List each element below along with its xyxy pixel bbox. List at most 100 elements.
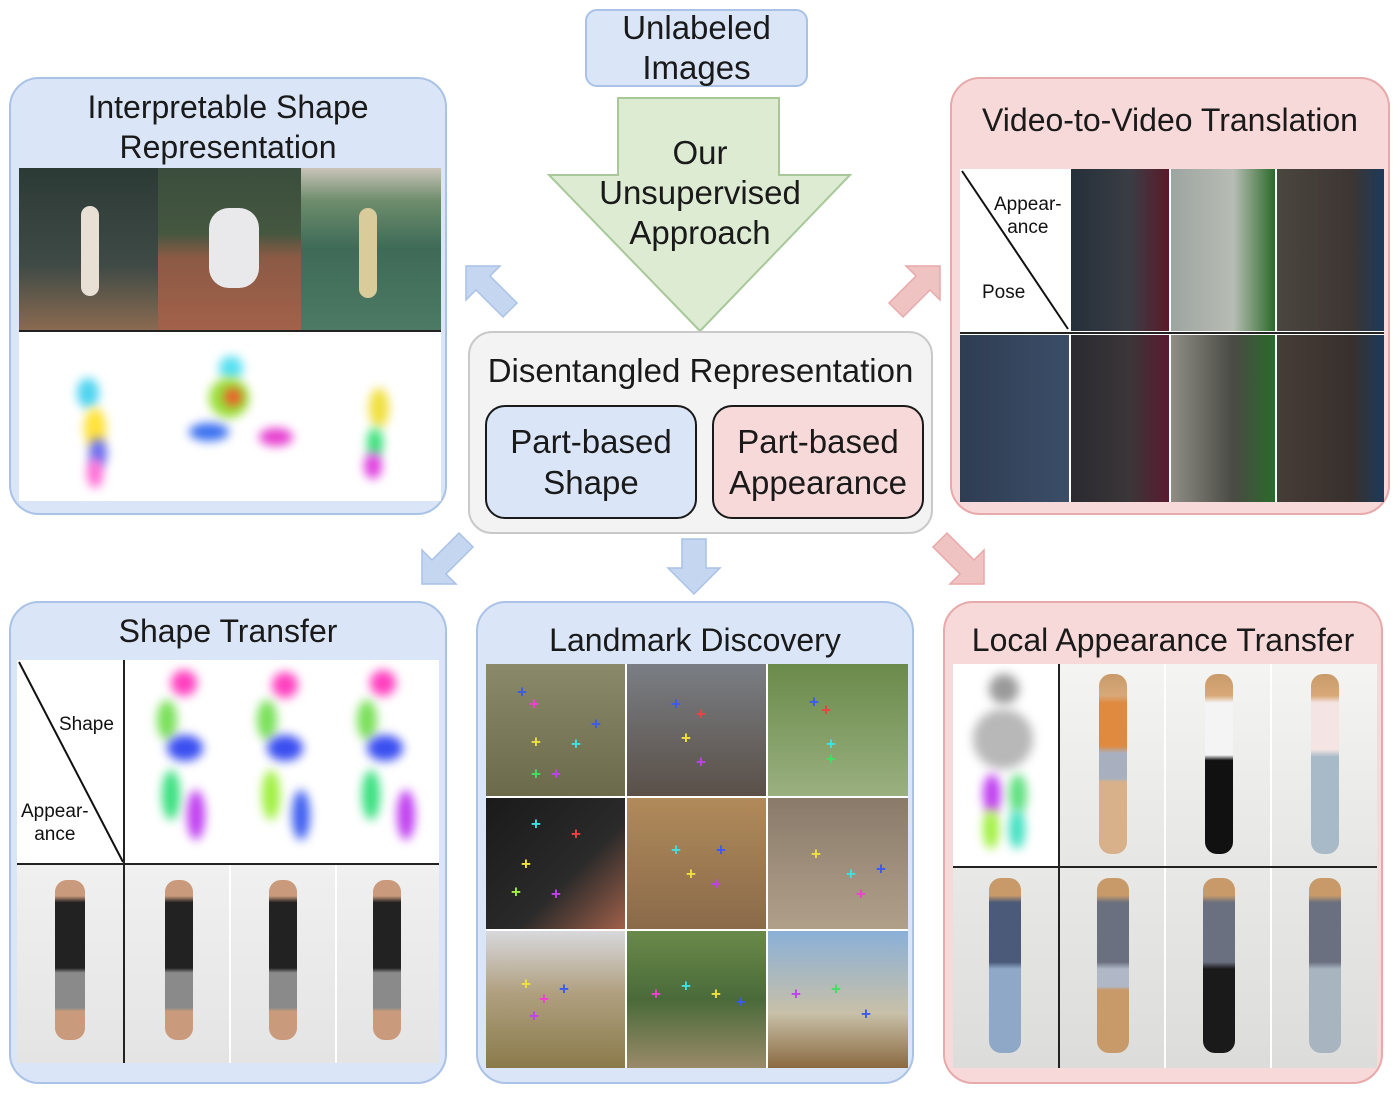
shape-blob <box>219 356 243 380</box>
disentangled-representation-panel: Disentangled Representation Part-based S… <box>468 331 933 534</box>
landmark-discovery-figure: + + + + + + + + + + + + + + + + + + + + … <box>486 664 908 1068</box>
landmark-marker: + <box>821 700 831 720</box>
landmark-marker: + <box>686 864 696 884</box>
shape-blob <box>189 423 229 441</box>
video-appearance-frame-2 <box>1171 169 1275 331</box>
shape-blob <box>397 790 415 840</box>
local-appearance-figure <box>953 664 1377 1068</box>
person-figure <box>373 880 401 1040</box>
shape-blob <box>367 735 403 761</box>
shape-transfer-panel: Shape Transfer Shape Appear- ance <box>9 601 447 1084</box>
person-figure <box>269 880 297 1040</box>
shape-blob <box>87 458 103 488</box>
landmark-marker: + <box>711 874 721 894</box>
landmark-marker: + <box>811 844 821 864</box>
animal-photo-1 <box>486 931 625 1068</box>
person-figure <box>1099 674 1127 854</box>
landmark-marker: + <box>591 714 601 734</box>
shape-blob <box>983 809 999 849</box>
video-translation-figure: Appear- ance Pose <box>960 169 1384 502</box>
landmark-marker: + <box>716 840 726 860</box>
tennis-player-3 <box>359 208 377 298</box>
bird-photo-2 <box>627 664 766 796</box>
animal-photo-2 <box>627 931 766 1068</box>
video-divider <box>960 332 1384 334</box>
landmark-marker: + <box>671 840 681 860</box>
landmark-marker: + <box>531 732 541 752</box>
arrow-to-video <box>887 265 941 319</box>
person-figure <box>989 878 1021 1053</box>
shape-blob <box>1009 774 1027 814</box>
landmark-marker: + <box>551 884 561 904</box>
person-figure <box>1311 674 1339 854</box>
video-translation-panel: Video-to-Video Translation Appear- ance … <box>950 77 1390 515</box>
shape-blob <box>157 700 177 740</box>
shape-blob <box>292 790 310 840</box>
video-diagonal-line <box>961 170 1069 330</box>
shape-blob <box>224 388 242 406</box>
shape-transfer-title: Shape Transfer <box>118 613 338 649</box>
part-based-shape-box: Part-based Shape <box>485 405 697 519</box>
landmark-marker: + <box>571 824 581 844</box>
landmark-marker: + <box>856 884 866 904</box>
interpretable-shape-figure <box>19 168 441 501</box>
shape-blob <box>367 428 383 458</box>
landmark-marker: + <box>521 854 531 874</box>
approach-down-arrow <box>546 97 853 333</box>
shape-blob <box>272 672 298 698</box>
person-figure <box>1203 878 1235 1053</box>
landmark-marker: + <box>876 859 886 879</box>
landmark-marker: + <box>529 1006 539 1026</box>
shape-blob <box>257 700 277 740</box>
landmark-marker: + <box>826 734 836 754</box>
landmark-marker: + <box>571 734 581 754</box>
part-based-appearance-box: Part-based Appearance <box>712 405 924 519</box>
shape-blob <box>259 428 293 446</box>
cat-photo-3 <box>768 798 908 929</box>
shape-transfer-shape-label: Shape <box>59 714 114 735</box>
landmark-discovery-panel: Landmark Discovery + + + + + + + + + + +… <box>476 601 914 1084</box>
part-based-shape-label: Part-based Shape <box>510 423 672 501</box>
cat-photo-1 <box>486 798 625 929</box>
shape-blob <box>167 735 203 761</box>
video-translation-title: Video-to-Video Translation <box>982 102 1358 138</box>
landmark-marker: + <box>517 682 527 702</box>
shape-blob <box>983 774 1001 814</box>
landmark-marker: + <box>826 749 836 769</box>
shape-blob <box>357 700 377 740</box>
video-appearance-frame-1 <box>1071 169 1169 331</box>
shape-transfer-appearance-label: Appear- ance <box>21 801 89 845</box>
shape-blob <box>262 770 280 820</box>
video-result-frame-2 <box>1171 335 1275 502</box>
landmark-marker: + <box>651 984 661 1004</box>
landmark-marker: + <box>551 764 561 784</box>
interpretable-shape-panel: Interpretable Shape Representation <box>9 77 447 515</box>
landmark-marker: + <box>529 694 539 714</box>
shape-blob <box>362 770 380 820</box>
landmark-marker: + <box>531 814 541 834</box>
landmark-marker: + <box>791 984 801 1004</box>
shape-blob <box>369 388 389 428</box>
landmark-marker: + <box>521 974 531 994</box>
shape-blob <box>989 674 1019 704</box>
shape-blob <box>77 378 99 408</box>
shape-blob <box>1009 809 1025 849</box>
arrow-to-local-appearance <box>931 531 985 585</box>
part-based-appearance-label: Part-based Appearance <box>729 423 907 501</box>
video-pose-frame <box>960 335 1069 502</box>
shape-blob <box>973 709 1033 769</box>
arrow-to-interpretable <box>465 265 519 319</box>
landmark-marker: + <box>696 752 706 772</box>
cat-photo-2 <box>627 798 766 929</box>
tennis-player-1 <box>81 206 99 296</box>
approach-label: Our Unsupervised Approach <box>599 134 801 251</box>
person-figure <box>1309 878 1341 1053</box>
bird-photo-3 <box>768 664 908 796</box>
landmark-marker: + <box>831 979 841 999</box>
shape-divider <box>19 330 441 332</box>
person-figure <box>55 880 85 1040</box>
landmark-marker: + <box>681 728 691 748</box>
local-appearance-title: Local Appearance Transfer <box>971 622 1355 658</box>
video-result-frame-1 <box>1071 335 1169 502</box>
person-figure <box>1205 674 1233 854</box>
